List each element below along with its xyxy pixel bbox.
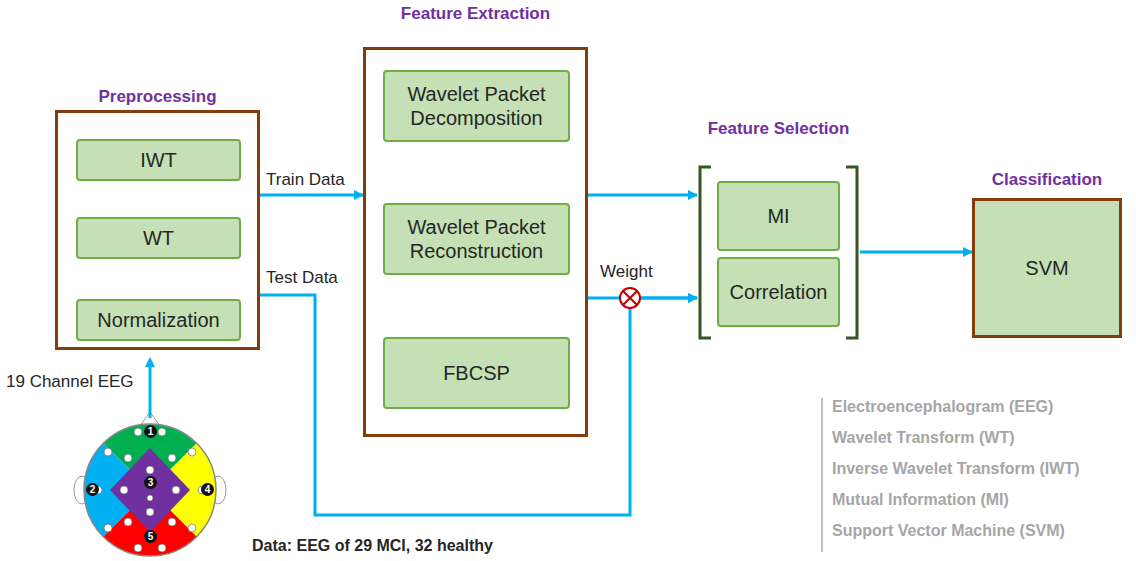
abbreviation: Wavelet Transform (WT): [832, 429, 1015, 447]
data-note: Data: EEG of 29 MCI, 32 healthy: [252, 537, 493, 555]
box-label: SVM: [1025, 256, 1068, 280]
box-label: FBCSP: [443, 361, 510, 385]
box-label: Wavelet Packet Decomposition: [393, 82, 560, 130]
abbreviation: Inverse Wavelet Transform (IWT): [832, 460, 1079, 478]
multiply-symbol: [620, 288, 640, 308]
abbreviation: Electroencephalogram (EEG): [832, 398, 1053, 416]
list-rule: [821, 398, 823, 552]
classifier-inner: SVM: [972, 198, 1122, 338]
input-arrow: [149, 362, 152, 418]
process-box: Wavelet Packet Reconstruction: [383, 203, 570, 275]
callout-number: 3: [144, 476, 157, 489]
box-label: Correlation: [730, 280, 828, 304]
edge-label: Weight: [600, 262, 653, 282]
process-box: IWT: [76, 139, 241, 181]
box-label: IWT: [140, 148, 177, 172]
process-box: Wavelet Packet Decomposition: [383, 70, 570, 142]
box-label: MI: [767, 204, 789, 228]
flow-arrow: [588, 194, 697, 197]
callout-number: 1: [144, 425, 157, 438]
input-label: 19 Channel EEG: [6, 372, 134, 392]
callout-number: 2: [86, 483, 99, 496]
process-box: WT: [76, 217, 241, 259]
classifier-box: ClassificationSVM: [972, 198, 1122, 338]
flow-arrow: [860, 251, 972, 254]
stage-title: Feature Selection: [707, 119, 850, 139]
box-label: WT: [143, 226, 174, 250]
flow-arrow: [260, 194, 363, 197]
stage-title: Classification: [932, 170, 1136, 190]
process-box: Correlation: [717, 257, 840, 327]
process-box: Normalization: [76, 299, 241, 341]
process-group: Feature ExtractionWavelet Packet Decompo…: [363, 47, 588, 437]
edge-label: Test Data: [266, 268, 338, 288]
edge-label: Train Data: [266, 170, 345, 190]
bracket-group: Feature SelectionMICorrelation: [697, 165, 860, 340]
box-label: Normalization: [97, 308, 219, 332]
callout-number: 4: [201, 483, 214, 496]
stage-title: Feature Extraction: [396, 4, 555, 24]
box-label: Wavelet Packet Reconstruction: [393, 215, 560, 263]
process-group: PreprocessingIWTWTNormalization: [55, 110, 260, 350]
stage-title: Preprocessing: [18, 87, 297, 107]
process-box: MI: [717, 181, 840, 251]
abbreviation: Support Vector Machine (SVM): [832, 522, 1065, 540]
abbreviation: Mutual Information (MI): [832, 491, 1009, 509]
callout-number: 5: [144, 530, 157, 543]
process-box: FBCSP: [383, 337, 570, 409]
